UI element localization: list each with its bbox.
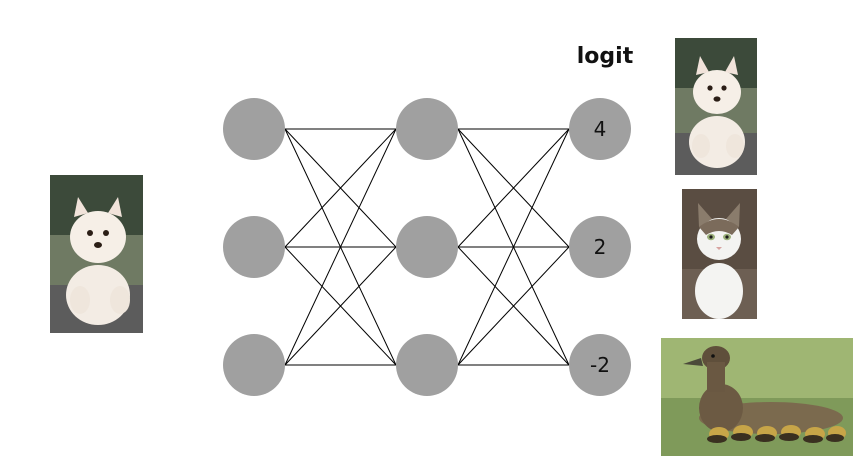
logit-value-2: -2	[590, 353, 610, 377]
edge-l1-1-to-0	[457, 128, 570, 248]
edge-l1-2-to-0	[457, 128, 570, 366]
input-node-2	[223, 334, 285, 396]
logit-value-1: 2	[594, 235, 607, 259]
edge-l0-2-to-0	[284, 128, 397, 366]
output-node-0	[569, 98, 631, 160]
output-node-2	[569, 334, 631, 396]
connection-lines	[284, 128, 570, 366]
hidden-node-0	[396, 98, 458, 160]
neuron-nodes: 4 2 -2	[223, 98, 631, 396]
output-puppy-image	[675, 38, 757, 175]
input-node-1	[223, 216, 285, 278]
input-node-0	[223, 98, 285, 160]
edge-l1-2-to-1	[457, 246, 570, 366]
output-cat-image	[682, 189, 757, 319]
input-puppy-image	[50, 175, 143, 333]
output-duck-image	[661, 338, 853, 456]
logit-title: logit	[576, 44, 634, 69]
hidden-node-1	[396, 216, 458, 278]
edge-l0-1-to-0	[284, 128, 397, 248]
edge-l0-2-to-1	[284, 246, 397, 366]
hidden-node-2	[396, 334, 458, 396]
output-node-1	[569, 216, 631, 278]
logit-value-0: 4	[594, 117, 607, 141]
